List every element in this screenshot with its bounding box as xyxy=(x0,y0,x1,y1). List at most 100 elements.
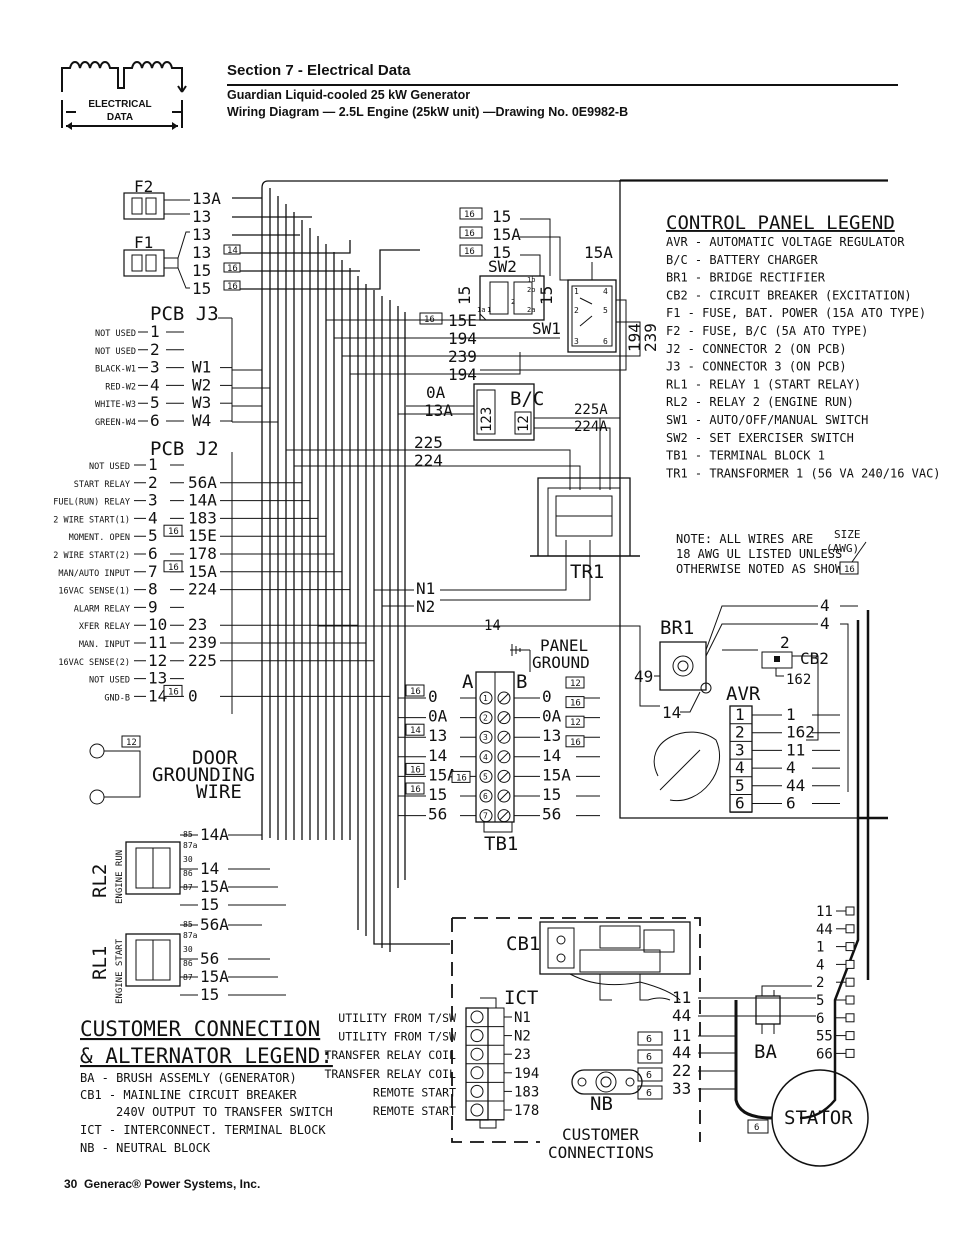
pcb-j2-pin-number: 4 xyxy=(148,508,158,527)
pcb-j2-pin-number: 8 xyxy=(148,580,158,599)
ict-desc: TRANSFER RELAY COIL xyxy=(324,1048,456,1062)
pcb-j2-pin-name: START RELAY xyxy=(74,480,130,490)
tb1-terminal-b xyxy=(497,691,511,705)
pcb-j3-pin-number: 4 xyxy=(150,375,160,394)
panel-ground: PANEL GROUND 14 xyxy=(318,618,660,707)
stator-label: STATOR xyxy=(784,1107,853,1129)
rl1-terminal-label: 87a xyxy=(183,931,198,940)
tb1-left-wire: 13 xyxy=(428,726,447,745)
avr-pin: 5 xyxy=(735,776,745,795)
ict-desc: REMOTE START xyxy=(373,1085,456,1099)
drawing-title: Wiring Diagram — 2.5L Engine (25kW unit)… xyxy=(227,105,629,119)
tb1-terminal-b xyxy=(497,730,511,744)
pcb-j2-title: PCB J2 xyxy=(150,438,219,460)
pcb-j3-wire: W4 xyxy=(192,411,211,430)
door-line2: GROUNDING xyxy=(152,764,255,786)
cb1-wire: 11 xyxy=(672,1026,691,1045)
panel-ground-line2: GROUND xyxy=(532,653,590,672)
cb1-wire: 11 xyxy=(672,988,691,1007)
panel-ground-line1: PANEL xyxy=(540,636,588,655)
sw2-term-2: 2 xyxy=(511,298,515,306)
tb1-screw-slot xyxy=(499,811,509,820)
tb1-terminal-a xyxy=(479,691,493,705)
door-line3: WIRE xyxy=(196,781,242,803)
sw2-term-1b: 1b xyxy=(527,276,535,284)
sw2-term-1: 1 xyxy=(487,306,491,314)
battery-charger: 0A 13A B/C 123 12 225A 224A xyxy=(398,383,620,490)
stator-connector xyxy=(845,1048,855,1058)
customer-legend: CUSTOMER CONNECTION & ALTERNATOR LEGEND:… xyxy=(80,1017,333,1155)
pcb-j2-pin-number: 12 xyxy=(148,651,167,670)
tb1-col-a: A xyxy=(462,671,474,693)
pcb-j2-wire: 15E xyxy=(188,526,217,545)
cb1-gauge: 6 xyxy=(646,1088,652,1099)
ict-desc: TRANSFER RELAY COIL xyxy=(324,1067,456,1081)
tb1-left-gauge-box xyxy=(405,762,425,775)
icon-label-2: DATA xyxy=(107,112,133,123)
tb1-right-wire: 15A xyxy=(542,765,571,784)
ict-desc: REMOTE START xyxy=(373,1104,456,1118)
tb1-terminal-b xyxy=(497,809,511,823)
company-name: Generac® Power Systems, Inc. xyxy=(84,1177,261,1191)
diagram-subtitle: Guardian Liquid-cooled 25 kW Generator xyxy=(227,88,471,102)
tb1-screw-slot xyxy=(499,791,509,801)
door-line1: DOOR xyxy=(192,747,238,769)
stator-wire: 6 xyxy=(816,1011,824,1027)
tb1-right-gauge: 16 xyxy=(570,738,581,748)
pcb-j3-pin-name: BLACK-W1 xyxy=(95,365,136,375)
tb1-right-gauge-box xyxy=(565,735,585,748)
avr-wire: 4 xyxy=(786,758,796,777)
control-legend-item: RL2 - RELAY 2 (ENGINE RUN) xyxy=(666,395,854,409)
control-legend-title: CONTROL PANEL LEGEND xyxy=(666,212,895,234)
awg-note: NOTE: ALL WIRES ARE 18 AWG UL LISTED UNL… xyxy=(676,528,867,576)
tb1-row-number: 4 xyxy=(483,753,488,762)
sw1-term-3: 3 xyxy=(574,337,579,346)
tb1-right-wire: 56 xyxy=(542,805,561,824)
sw2-label: SW2 xyxy=(488,257,517,276)
f1-label: F1 xyxy=(134,233,153,252)
pcb-j3-title: PCB J3 xyxy=(150,303,219,325)
customer-legend-title-1: CUSTOMER CONNECTION xyxy=(80,1017,320,1041)
tb1-screw-slot xyxy=(499,713,509,722)
note-size-label: SIZE xyxy=(834,528,861,541)
tb1-terminal-b xyxy=(497,711,511,725)
electrical-data-icon: ELECTRICAL DATA xyxy=(60,60,187,130)
wire-225: 225 xyxy=(414,433,443,452)
rl1-wire: 15A xyxy=(200,967,229,986)
tb1-right-wire: 14 xyxy=(542,746,561,765)
pcb-j2-gauge-box xyxy=(163,684,183,697)
pcb-j2-wire: 225 xyxy=(188,651,217,670)
pcb-j2-pin-number: 7 xyxy=(148,562,158,581)
ict-terminal xyxy=(470,1029,484,1043)
control-legend-item: TB1 - TERMINAL BLOCK 1 xyxy=(666,449,825,463)
sw1-term-5: 5 xyxy=(603,306,608,315)
tb1-left-wire: 15 xyxy=(428,785,447,804)
rl2-terminal-label: 86 xyxy=(183,869,193,878)
sw-left-wires: 16 15E 194 239 194 xyxy=(326,311,560,384)
wire-224: 224 xyxy=(414,451,443,470)
stator-connector xyxy=(845,959,855,969)
avr-pin: 2 xyxy=(735,723,745,742)
tb1-terminal-b xyxy=(497,769,511,783)
cb1-wire: 22 xyxy=(672,1061,691,1080)
page-footer: 30 Generac® Power Systems, Inc. xyxy=(64,1177,260,1191)
tb1-terminal-a xyxy=(479,750,493,764)
pcb-j3-pin-name: NOT USED xyxy=(95,347,136,357)
tb1-left-wire: 14 xyxy=(428,746,447,765)
pcb-j2-pin-name: NOT USED xyxy=(89,462,130,472)
bc-wire-out-2: 224A xyxy=(574,419,608,435)
rl2-wire: 14 xyxy=(200,859,219,878)
sw2-term-1a: 1a xyxy=(477,306,485,314)
stator-wire: 2 xyxy=(816,975,824,991)
rl2-wire: 15A xyxy=(200,877,229,896)
pcb-j2-pin-number: 14 xyxy=(148,686,167,705)
control-panel-legend: CONTROL PANEL LEGEND AVR - AUTOMATIC VOL… xyxy=(666,212,941,480)
pcb-j2-wire: 239 xyxy=(188,633,217,652)
section-title: Section 7 - Electrical Data xyxy=(227,62,411,79)
pcb-j2-wire: 183 xyxy=(188,508,217,527)
